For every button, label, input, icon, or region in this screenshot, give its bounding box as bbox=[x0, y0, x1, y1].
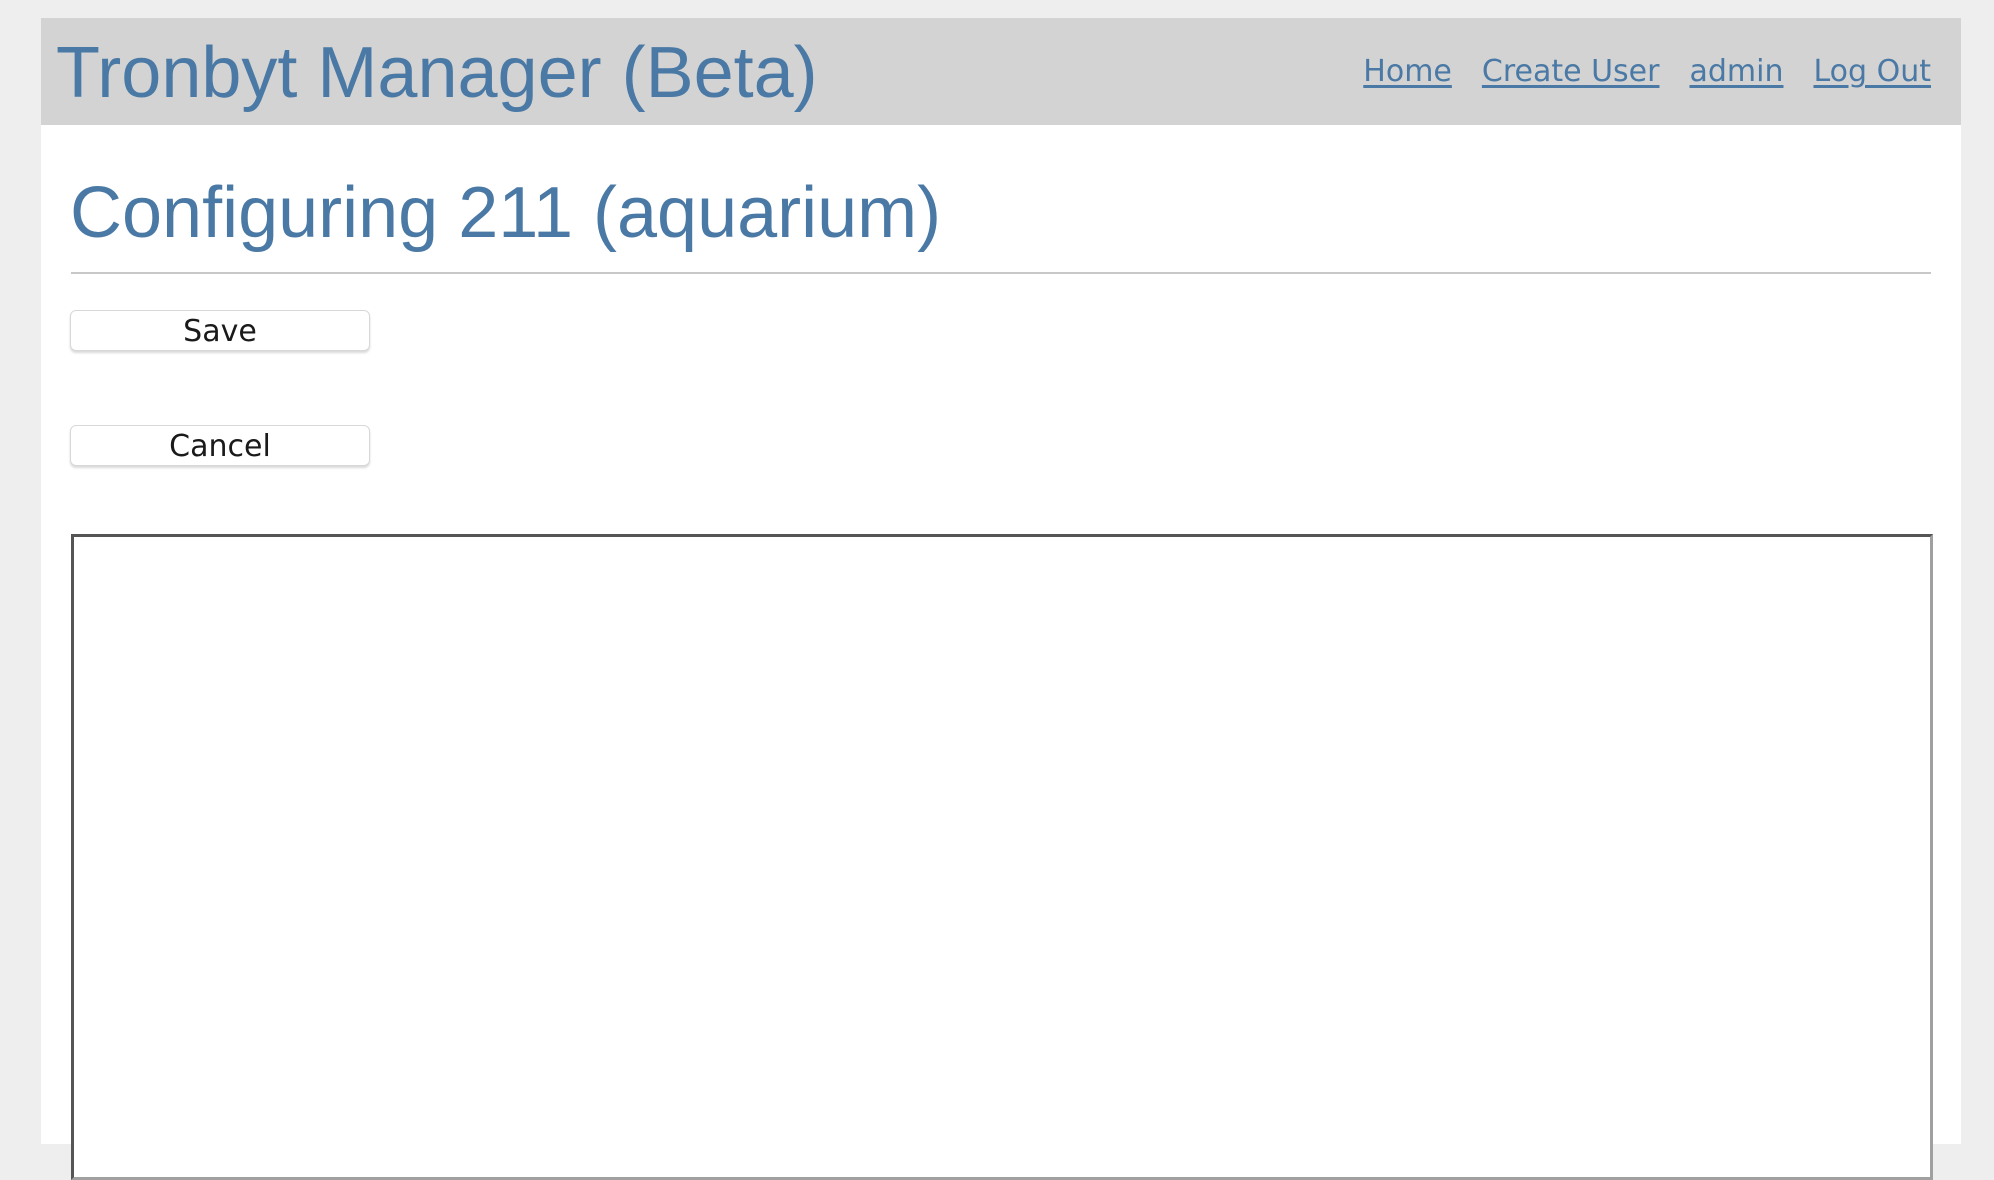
nav-link-create-user[interactable]: Create User bbox=[1481, 54, 1660, 89]
page-container: Tronbyt Manager (Beta) Home Create User … bbox=[41, 18, 1961, 1180]
cancel-button[interactable]: Cancel bbox=[70, 425, 370, 466]
nav-link-home[interactable]: Home bbox=[1363, 54, 1452, 89]
save-button[interactable]: Save bbox=[70, 310, 370, 351]
top-nav: Home Create User admin Log Out bbox=[1363, 52, 1931, 92]
app-header: Tronbyt Manager (Beta) Home Create User … bbox=[41, 18, 1961, 125]
config-iframe[interactable] bbox=[71, 534, 1933, 1180]
nav-link-user[interactable]: admin bbox=[1689, 54, 1784, 89]
divider bbox=[71, 272, 1931, 274]
nav-link-logout[interactable]: Log Out bbox=[1813, 54, 1931, 89]
page-title: Configuring 211 (aquarium) bbox=[70, 173, 942, 253]
app-title: Tronbyt Manager (Beta) bbox=[56, 33, 818, 113]
